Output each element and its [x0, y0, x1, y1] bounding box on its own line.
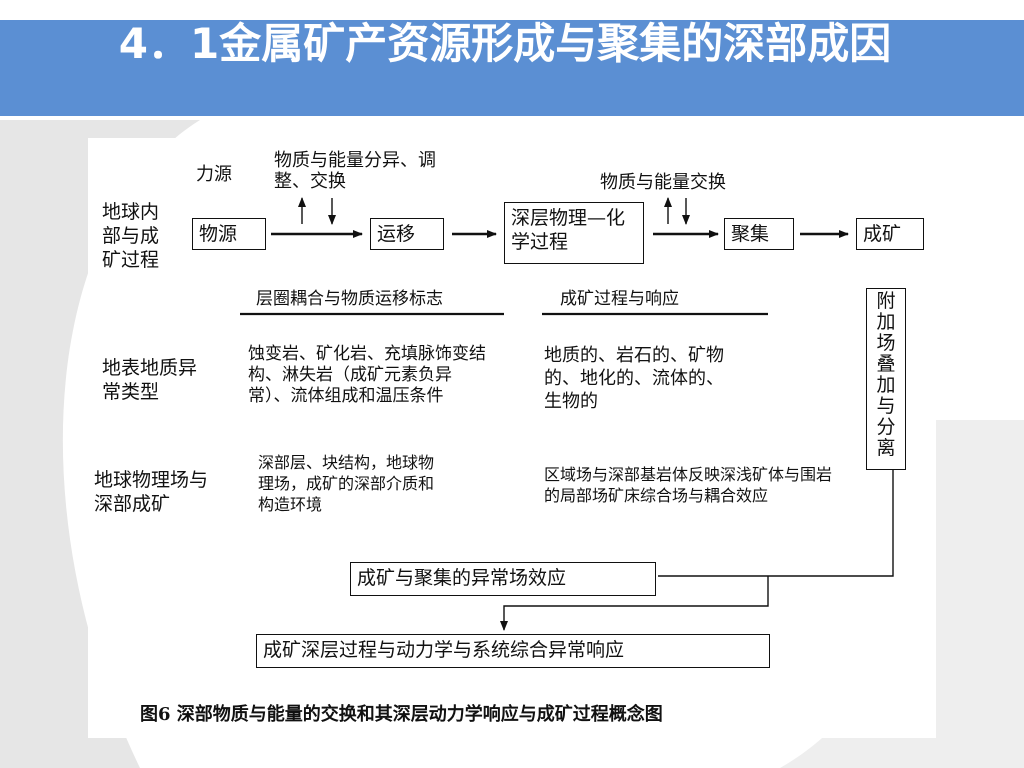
- box-deep-process: 深层物理—化学过程: [504, 202, 644, 264]
- slide-title: 4．1金属矿产资源形成与聚集的深部成因: [118, 19, 892, 68]
- diagram-connectors: [240, 197, 894, 631]
- connector-anomaly-to-comprehensive: [500, 576, 769, 631]
- cell-geo-left: 深部层、块结构，地球物理场，成矿的深部介质和构造环境: [258, 453, 435, 514]
- box-anomaly-field-effect: 成矿与聚集的异常场效应: [350, 562, 656, 596]
- box-mineralization: 成矿: [856, 218, 924, 250]
- connector-side-to-anomaly: [658, 468, 894, 577]
- annotation-differentiation: 物质与能量分异、调整、交换: [274, 150, 436, 192]
- row-label-surface: 地表地质异常类型: [102, 357, 198, 403]
- box-source: 物源: [192, 218, 266, 250]
- row-label-geophysical: 地球物理场与深部成矿: [94, 469, 209, 515]
- box-migration: 运移: [370, 218, 444, 250]
- concept-diagram: 地球内部与成矿过程 地表地质异常类型 地球物理场与深部成矿 力源 物质与能量分异…: [88, 138, 936, 738]
- title-band: 4．1金属矿产资源形成与聚集的深部成因: [0, 19, 1024, 116]
- column-header-left: 层圈耦合与物质运移标志: [256, 289, 443, 309]
- box-comprehensive-response: 成矿深层过程与动力学与系统综合异常响应: [256, 634, 770, 668]
- box-accumulation: 聚集: [724, 218, 794, 250]
- annotation-force: 力源: [196, 164, 232, 185]
- cell-geo-right: 区域场与深部基岩体反映深浅矿体与围岩的局部场矿床综合场与耦合效应: [544, 465, 833, 505]
- cell-surface-left: 蚀变岩、矿化岩、充填脉饰变结构、淋失岩（成矿元素负异常）、流体组成和温压条件: [248, 344, 486, 406]
- box-field-superposition: 附加场叠加与分离: [866, 288, 906, 470]
- row-label-internal: 地球内部与成矿过程: [102, 201, 160, 271]
- column-header-right: 成矿过程与响应: [560, 289, 679, 309]
- figure-caption: 图6 深部物质与能量的交换和其深层动力学响应与成矿过程概念图: [140, 704, 663, 725]
- annotation-exchange: 物质与能量交换: [600, 172, 726, 193]
- cell-surface-right: 地质的、岩石的、矿物的、地化的、流体的、生物的: [544, 345, 724, 412]
